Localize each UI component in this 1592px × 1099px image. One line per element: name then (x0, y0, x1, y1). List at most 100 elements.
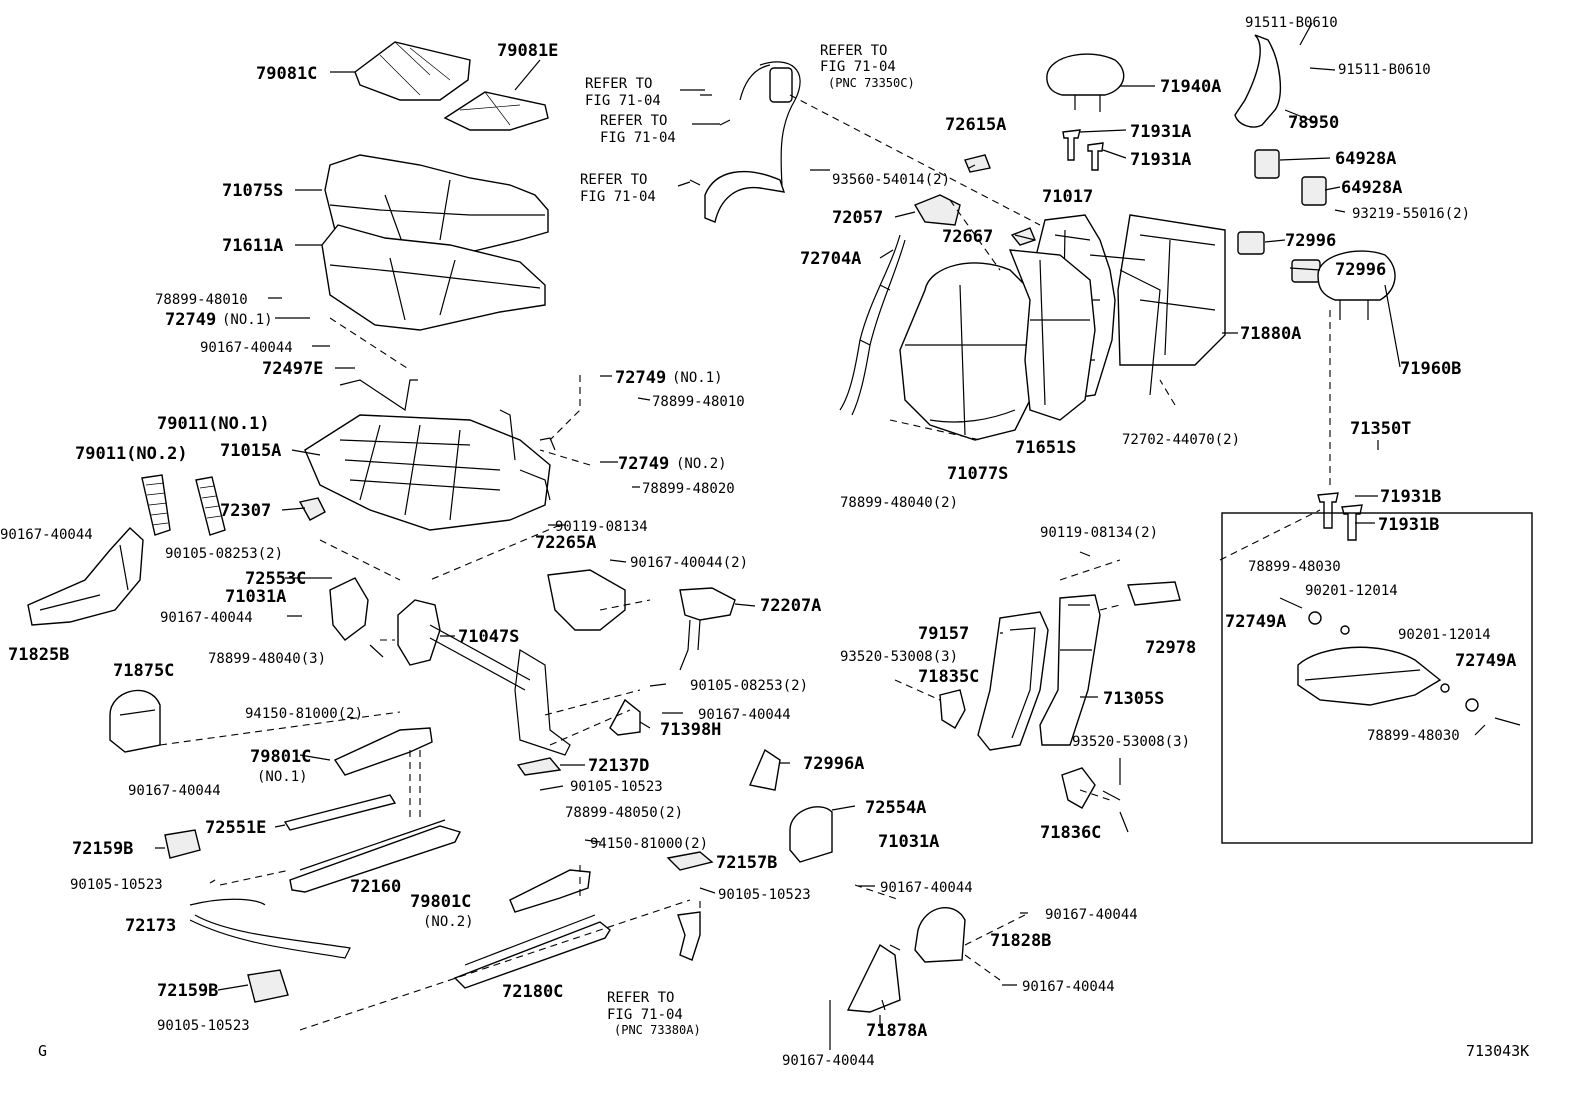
part-71651S (1008, 249, 1096, 421)
label-71931A-a: 71931A (1130, 122, 1191, 142)
part-seatbelt (739, 61, 801, 186)
part-labels: 79081C 79081E REFER TO FIG 71-04 REFER T… (0, 15, 1516, 1069)
label-91511-B0610-b: 91511-B0610 (1338, 62, 1431, 78)
label-72615A: 72615A (945, 115, 1006, 135)
label-72996A: 72996A (803, 754, 864, 774)
label-71651S: 71651S (1015, 438, 1076, 458)
label-90167-40044-h: 90167-40044 (1022, 979, 1115, 995)
label-72497E: 72497E (262, 359, 323, 379)
label-72307: 72307 (220, 501, 271, 521)
part-71960B (1317, 250, 1396, 301)
label-72749-no1-a: 72749 (165, 310, 216, 330)
label-79801C-no1-note: (NO.1) (257, 769, 308, 785)
part-71611A (321, 224, 546, 331)
part-71015A (304, 414, 551, 531)
part-79011-no1 (195, 476, 226, 536)
label-72996-b: 72996 (1335, 260, 1386, 280)
label-71940A: 71940A (1160, 77, 1221, 97)
part-71828B (914, 907, 966, 963)
label-71031A-b: 71031A (878, 832, 939, 852)
label-90201-12014-b: 90201-12014 (1398, 627, 1491, 643)
label-90105-10523-b: 90105-10523 (70, 877, 163, 893)
part-71825B (27, 527, 144, 626)
label-79801C-no1: 79801C (250, 747, 311, 767)
label-71931B-b: 71931B (1378, 515, 1439, 535)
label-72137D: 72137D (588, 756, 649, 776)
label-78899-48030-b: 78899-48030 (1367, 728, 1460, 744)
label-71047S: 71047S (458, 627, 519, 647)
label-78899-48050: 78899-48050(2) (565, 805, 683, 821)
label-94150-81000-a: 94150-81000(2) (245, 706, 363, 722)
label-71931A-b: 71931A (1130, 150, 1191, 170)
label-refer-1b: FIG 71-04 (820, 59, 896, 75)
dashed-lines (159, 94, 1331, 1031)
label-72207A: 72207A (760, 596, 821, 616)
label-71075S: 71075S (222, 181, 283, 201)
part-71305S (1039, 594, 1101, 746)
label-90167-40044-e: 90167-40044 (128, 783, 221, 799)
label-93520-53008-a: 93520-53008(3) (840, 649, 958, 665)
label-90167-40044-c: 90167-40044 (160, 610, 253, 626)
label-pnc-73350c: (PNC 73350C) (828, 76, 915, 90)
label-79801C-no2-note: (NO.2) (423, 914, 474, 930)
label-71017: 71017 (1042, 187, 1093, 207)
label-79011-no2: 79011(NO.2) (75, 444, 188, 464)
label-90105-10523-d: 90105-10523 (157, 1018, 250, 1034)
label-78899-48040-3: 78899-48040(3) (208, 651, 326, 667)
label-72749A-a: 72749A (1225, 612, 1286, 632)
part-drawings (27, 34, 1533, 1013)
label-refer-4a: REFER TO (580, 172, 647, 188)
part-72173 (189, 898, 351, 959)
label-refer-5b: FIG 71-04 (607, 1007, 683, 1023)
label-78899-48010-a: 78899-48010 (155, 292, 248, 308)
label-72749-no1-b-note: (NO.1) (672, 370, 723, 386)
label-79011-no1: 79011(NO.1) (157, 414, 270, 434)
part-79081E (443, 91, 549, 131)
label-71931B-a: 71931B (1380, 487, 1441, 507)
label-72996-a: 72996 (1285, 231, 1336, 251)
part-79081C (354, 41, 471, 101)
label-71835C: 71835C (918, 667, 979, 687)
label-72157B: 72157B (716, 853, 777, 873)
label-72704A: 72704A (800, 249, 861, 269)
label-72749-no2-note: (NO.2) (676, 456, 727, 472)
part-71878A (846, 943, 901, 1013)
part-72554A (789, 806, 833, 863)
label-71878A: 71878A (866, 1021, 927, 1041)
part-72180C (453, 921, 611, 989)
label-72667: 72667 (942, 227, 993, 247)
label-90167-40044-g: 90167-40044 (1045, 907, 1138, 923)
label-71611A: 71611A (222, 236, 283, 256)
label-refer-3b: FIG 71-04 (600, 130, 676, 146)
label-71825B: 71825B (8, 645, 69, 665)
label-90105-08253-b: 90105-08253(2) (690, 678, 808, 694)
label-refer-2b: FIG 71-04 (585, 93, 661, 109)
label-71875C: 71875C (113, 661, 174, 681)
label-90105-10523-c: 90105-10523 (718, 887, 811, 903)
part-72551E (283, 794, 397, 831)
label-93520-53008-b: 93520-53008(3) (1072, 734, 1190, 750)
label-refer-4b: FIG 71-04 (580, 189, 656, 205)
corner-code-left: G (38, 1042, 47, 1060)
label-72553C: 72553C (245, 569, 306, 589)
label-78899-48030-a: 78899-48030 (1248, 559, 1341, 575)
corner-code-right: 713043K (1466, 1042, 1529, 1060)
label-78899-48040-2: 78899-48040(2) (840, 495, 958, 511)
part-71875C (109, 689, 161, 753)
label-71350T: 71350T (1350, 419, 1411, 439)
label-90119-08134-a: 90119-08134 (555, 519, 648, 535)
part-78950 (1234, 34, 1281, 128)
label-refer-5a: REFER TO (607, 990, 674, 1006)
label-71880A: 71880A (1240, 324, 1301, 344)
label-72749-no2: 72749 (618, 454, 669, 474)
label-90105-08253-a: 90105-08253(2) (165, 546, 283, 562)
label-79157: 79157 (918, 624, 969, 644)
label-78899-48020: 78899-48020 (642, 481, 735, 497)
label-78950: 78950 (1288, 113, 1339, 133)
leader-lines (155, 22, 1486, 1050)
label-71015A: 71015A (220, 441, 281, 461)
part-79011-no2 (141, 474, 171, 536)
label-78899-48010-b: 78899-48010 (652, 394, 745, 410)
label-90167-40044-2a: 90167-40044(2) (630, 555, 748, 571)
part-71880A (1117, 214, 1226, 366)
